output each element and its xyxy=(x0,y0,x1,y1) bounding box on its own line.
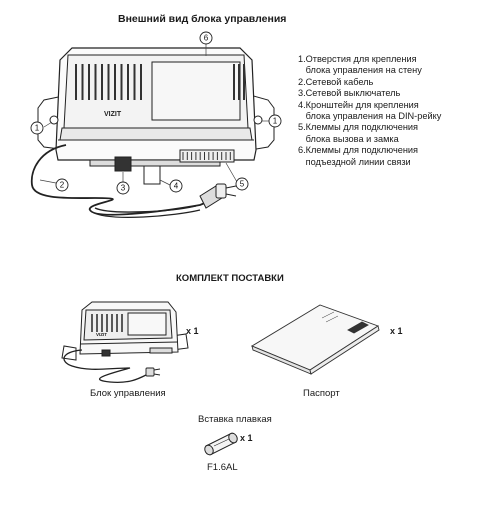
callout-1-left: 1 xyxy=(30,121,44,135)
legend-item: 2.Сетевой кабель xyxy=(298,76,374,87)
passport-drawing xyxy=(251,304,380,375)
legend-item: подъездной линии связи xyxy=(298,156,411,167)
unit-label: Блок управления xyxy=(90,388,166,399)
callout-3: 3 xyxy=(116,181,130,195)
mount-hole-right xyxy=(253,115,263,125)
svg-text:4: 4 xyxy=(174,182,179,191)
brand-logo: VIZIT xyxy=(104,111,122,118)
legend-item: блока управления на DIN-рейку xyxy=(298,111,442,122)
leader-lines xyxy=(39,44,269,186)
terminal-block xyxy=(182,152,231,160)
legend-item: 4.Кронштейн для крепления xyxy=(298,99,419,110)
kit-brand-logo: VIZIT xyxy=(96,332,107,337)
legend-item: блока управления на стену xyxy=(298,65,422,76)
passport-label: Паспорт xyxy=(303,388,340,399)
fuse-title: Вставка плавкая xyxy=(198,414,272,425)
fuse-quantity: x 1 xyxy=(240,433,253,443)
kit-vent-slots xyxy=(91,314,123,332)
legend-item: 1.Отверстия для крепления xyxy=(298,54,417,64)
fuse-rating: F1.6AL xyxy=(207,462,238,473)
svg-text:6: 6 xyxy=(204,34,209,43)
fuse-drawing xyxy=(204,432,238,456)
legend-item: 5.Клеммы для подключения xyxy=(298,122,419,133)
vent-slots-right xyxy=(233,64,245,100)
svg-text:1: 1 xyxy=(35,124,40,133)
svg-text:2: 2 xyxy=(60,181,65,190)
legend-item: 3.Сетевой выключатель xyxy=(298,88,401,99)
callout-5: 5 xyxy=(235,177,249,191)
control-unit-drawing xyxy=(37,47,275,185)
passport-quantity: x 1 xyxy=(390,326,403,336)
kit-plug xyxy=(145,367,161,377)
kit-power-cable xyxy=(63,349,149,384)
callout-6: 6 xyxy=(199,31,213,45)
vent-slots-left xyxy=(75,64,142,100)
legend-item: блока вызова и замка xyxy=(298,133,399,144)
legend-item: 6.Клеммы для подключения xyxy=(298,145,419,156)
unit-quantity: x 1 xyxy=(186,326,199,336)
kit-title: КОМПЛЕКТ ПОСТАВКИ xyxy=(176,273,284,284)
page-title: Внешний вид блока управления xyxy=(118,13,287,25)
callout-2: 2 xyxy=(55,178,69,192)
power-cable xyxy=(30,144,213,216)
legend-list: 1.Отверстия для крепления блока управлен… xyxy=(298,54,441,168)
callout-4: 4 xyxy=(169,179,183,193)
kit-unit-drawing xyxy=(61,301,189,361)
power-plug xyxy=(199,183,237,209)
svg-text:3: 3 xyxy=(121,184,126,193)
svg-text:5: 5 xyxy=(240,180,245,189)
callout-1-right: 1 xyxy=(268,114,282,128)
svg-text:1: 1 xyxy=(273,117,278,126)
